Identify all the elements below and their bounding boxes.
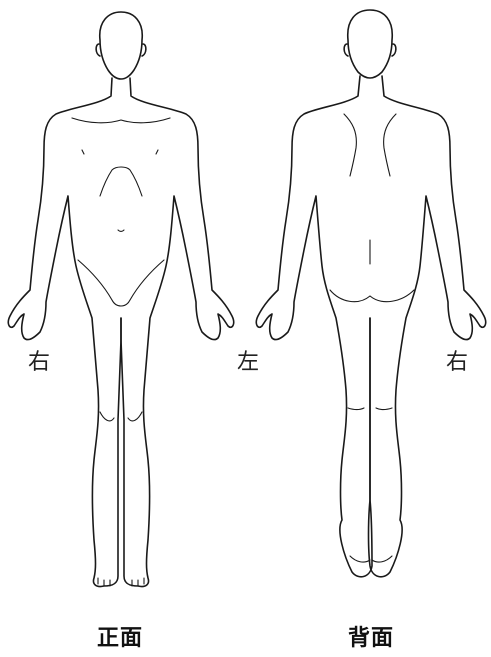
front-ribcage [100,167,142,196]
front-groin [78,260,164,306]
back-right-side-label: 右 [446,352,468,374]
front-head [100,12,143,79]
front-right-side-label: 右 [28,352,50,374]
back-buttocks [330,290,414,302]
back-body-outline [256,76,372,577]
back-figure [256,10,485,577]
back-shoulder-blade-right [384,114,396,176]
back-shoulder-blade-left [344,114,356,176]
back-left-side-label: 左 [237,352,259,374]
front-figure [8,12,233,587]
front-view-label: 正面 [97,628,143,650]
front-collarbones [72,118,170,123]
front-body-outline [8,78,121,587]
back-view-label: 背面 [348,628,394,650]
back-head [348,10,393,78]
